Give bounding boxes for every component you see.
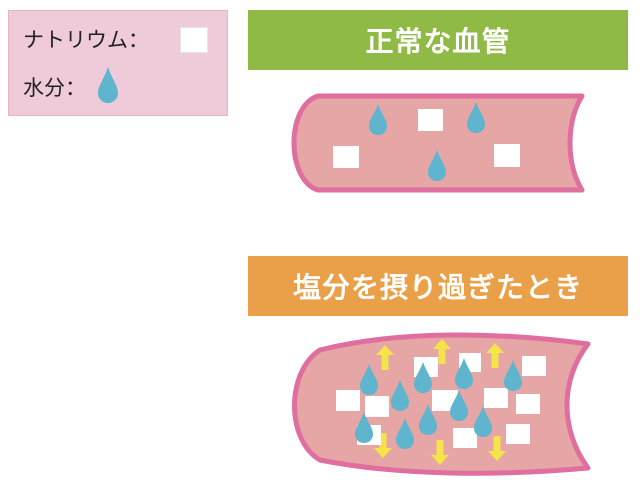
sodium-particle — [336, 390, 360, 411]
sodium-square-icon — [180, 27, 208, 53]
sodium-particle — [516, 394, 540, 414]
salty-vessel-title: 塩分を摂り過ぎたとき — [248, 256, 628, 316]
sodium-particle — [506, 424, 530, 444]
sodium-particle — [333, 146, 359, 168]
sodium-particle — [432, 390, 458, 411]
swollen-vessel — [292, 332, 591, 476]
legend-box: ナトリウム： 水分： — [8, 10, 228, 116]
water-drop-icon — [98, 67, 118, 103]
legend-water-label: 水分： — [23, 76, 86, 100]
normal-vessel — [291, 93, 585, 193]
sodium-particle — [522, 356, 546, 376]
sodium-particle — [418, 109, 443, 131]
sodium-particle — [484, 388, 508, 408]
normal-vessel-title: 正常な血管 — [248, 10, 628, 70]
sodium-particle — [365, 396, 389, 417]
sodium-particle — [494, 144, 520, 167]
legend-sodium-label: ナトリウム： — [23, 28, 149, 52]
sodium-particle — [453, 428, 477, 448]
